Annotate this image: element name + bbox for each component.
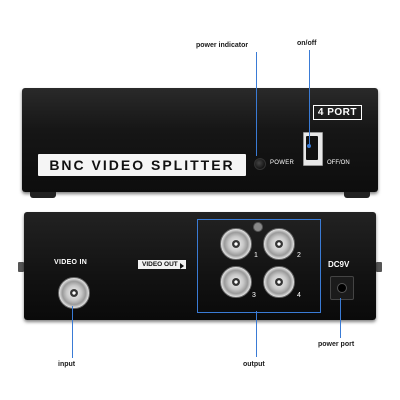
screw-icon [253, 222, 263, 232]
callout-output: output [243, 361, 265, 368]
port-number-2: 2 [297, 252, 301, 259]
front-unit: 4 PORT BNC VIDEO SPLITTER POWER OFF/ON [22, 88, 378, 198]
video-out-tag: VIDEO OUT [138, 260, 186, 269]
leader-input [72, 306, 73, 358]
right-mount-ear [376, 262, 382, 272]
port-number-1: 1 [254, 252, 258, 259]
leader-on-off-dot [307, 144, 311, 148]
leader-output [256, 311, 257, 357]
leader-on-off [309, 50, 310, 146]
leader-power-port [340, 298, 341, 338]
callout-power-indicator: power indicator [196, 42, 249, 49]
dc-power-jack[interactable] [330, 276, 354, 300]
video-in-label: VIDEO IN [54, 259, 88, 266]
port-number-3: 3 [252, 292, 256, 299]
port-number-4: 4 [297, 292, 301, 299]
callout-input: input [58, 361, 76, 368]
output-highlight-box [197, 219, 321, 313]
bnc-output-1[interactable] [220, 228, 252, 260]
front-foot-left [30, 192, 56, 198]
brand-label: BNC VIDEO SPLITTER [38, 154, 246, 176]
power-switch-rocker[interactable] [306, 136, 318, 160]
leader-power-indicator [256, 52, 257, 156]
bnc-output-3[interactable] [220, 266, 252, 298]
port-count-badge: 4 PORT [312, 105, 362, 120]
switch-label: OFF/ON [327, 160, 350, 166]
bnc-output-2[interactable] [263, 228, 295, 260]
bnc-output-4[interactable] [263, 266, 295, 298]
callout-power-port: power port [318, 341, 355, 348]
bnc-input-connector[interactable] [58, 277, 90, 309]
callout-on-off: on/off [297, 40, 317, 47]
left-mount-ear [18, 262, 24, 272]
dc-voltage-label: DC9V [328, 260, 350, 269]
power-label: POWER [270, 160, 295, 166]
power-led [254, 158, 266, 170]
front-foot-right [344, 192, 370, 198]
